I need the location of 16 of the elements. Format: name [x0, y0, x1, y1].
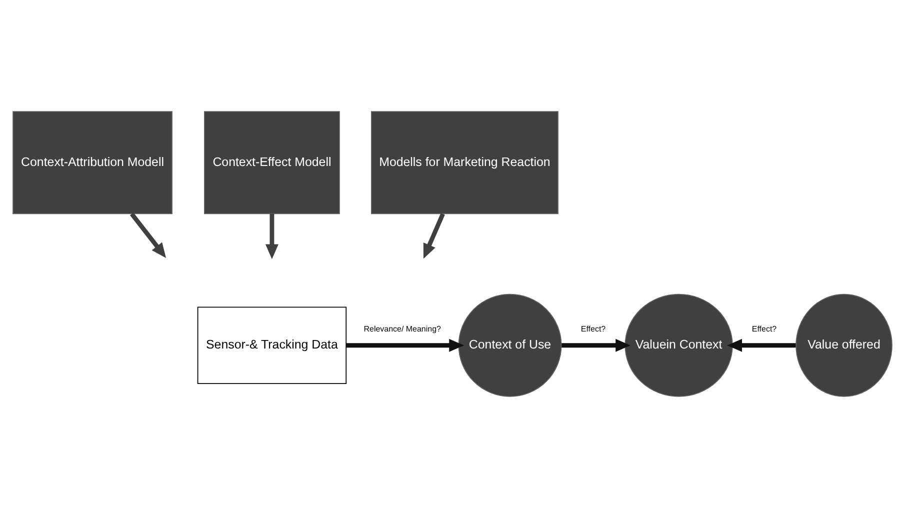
arrow — [265, 214, 278, 260]
arrow — [727, 338, 796, 352]
node-box: Context-Effect Modell — [204, 111, 340, 214]
node-circle: Value offered — [796, 294, 892, 397]
arrow — [423, 212, 445, 259]
edge-label: Relevance/ Meaning? — [364, 324, 441, 334]
arrow — [346, 338, 464, 352]
node-circle: Context of Use — [458, 294, 562, 397]
node-box: Modells for Marketing Reaction — [371, 111, 558, 214]
node-circle: Valuein Context — [624, 294, 733, 397]
arrow — [130, 212, 166, 258]
edge-label: Effect? — [580, 324, 606, 334]
node-box: Context-Attribution Modell — [12, 111, 172, 214]
node-box: Sensor-& Tracking Data — [197, 306, 347, 384]
edge-label: Effect? — [752, 324, 777, 334]
arrow — [562, 338, 630, 352]
